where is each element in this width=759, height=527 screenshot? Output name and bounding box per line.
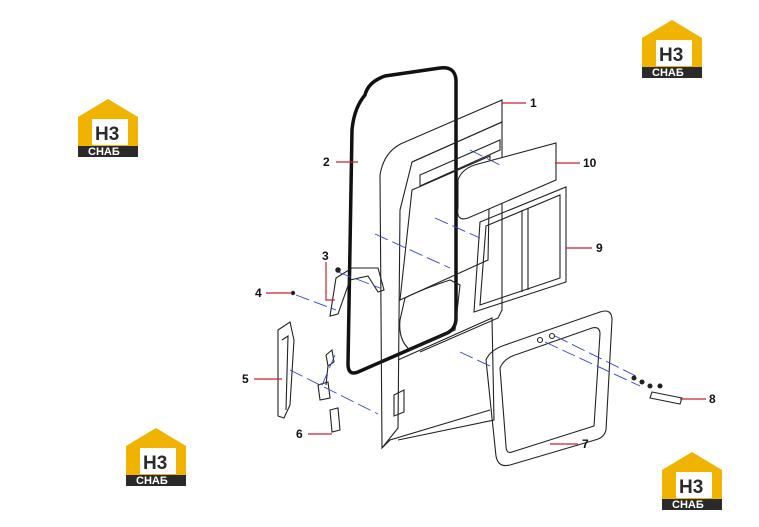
- assembly-lines: [289, 149, 641, 415]
- logo-watermark: H3 СНАБ: [662, 452, 722, 511]
- callout-5: 5: [242, 372, 249, 386]
- svg-text:H3: H3: [679, 477, 703, 498]
- callout-3: 3: [322, 249, 329, 263]
- callout-1: 1: [530, 96, 537, 110]
- callout-9: 9: [596, 241, 603, 255]
- svg-text:СНАБ: СНАБ: [672, 499, 704, 511]
- logo-watermark: H3 СНАБ: [642, 20, 702, 79]
- upper-glass-part-10: [457, 142, 557, 220]
- svg-text:H3: H3: [659, 45, 683, 66]
- svg-text:H3: H3: [95, 124, 119, 145]
- hardware-part-8: [631, 375, 683, 405]
- callout-6: 6: [296, 427, 303, 441]
- callout-2: 2: [323, 155, 330, 169]
- door-frame-part-1: [379, 99, 503, 450]
- sliding-window-part-9: [473, 186, 567, 313]
- latch-part-6: [317, 348, 341, 433]
- callout-7: 7: [582, 437, 589, 451]
- svg-text:H3: H3: [143, 453, 167, 474]
- logo-watermark: H3 СНАБ: [126, 428, 186, 487]
- leader-lines: [254, 102, 706, 445]
- callout-10: 10: [583, 156, 597, 170]
- hinge-part-3: [329, 267, 385, 317]
- pin-part-4: [290, 290, 296, 296]
- svg-text:СНАБ: СНАБ: [652, 67, 684, 79]
- svg-text:СНАБ: СНАБ: [88, 146, 120, 158]
- logo-watermark: H3 СНАБ: [78, 99, 138, 158]
- bracket-part-5: [277, 321, 295, 419]
- callout-4: 4: [255, 286, 262, 300]
- svg-text:СНАБ: СНАБ: [136, 475, 168, 487]
- lower-panel-part-7: [485, 310, 613, 467]
- callout-8: 8: [709, 392, 716, 406]
- door-seal-part-2: [346, 66, 458, 375]
